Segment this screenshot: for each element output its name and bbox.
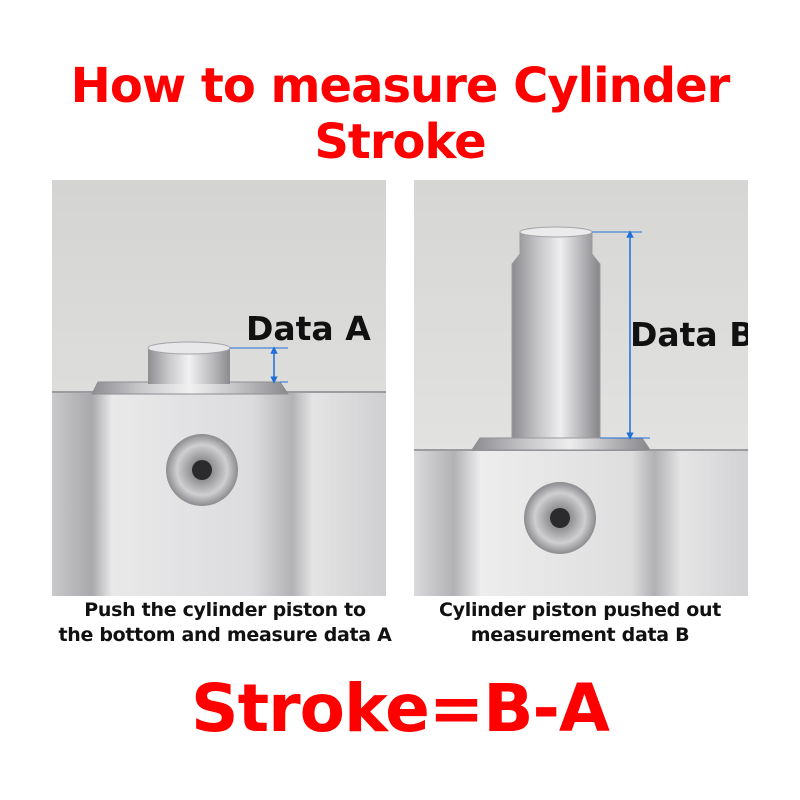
- extended-cylinder-illustration: Data B: [414, 180, 748, 596]
- caption-data-b: Cylinder piston pushed out measurement d…: [400, 598, 760, 648]
- caption-a-line-1: Push the cylinder piston to: [84, 599, 366, 621]
- panel-data-a: Data A: [52, 180, 386, 596]
- caption-b-line-2: measurement data B: [470, 624, 690, 646]
- caption-a-line-2: the bottom and measure data A: [58, 624, 392, 646]
- retracted-cylinder-illustration: Data A: [52, 180, 386, 596]
- caption-data-a: Push the cylinder piston to the bottom a…: [20, 598, 430, 648]
- page-title: How to measure Cylinder Stroke: [70, 58, 731, 170]
- stroke-formula: Stroke=B-A: [191, 670, 610, 747]
- data-a-label: Data A: [246, 309, 371, 348]
- caption-b-line-1: Cylinder piston pushed out: [439, 599, 721, 621]
- piston-rod-extended: [511, 231, 601, 439]
- data-b-label: Data B: [630, 315, 748, 354]
- panel-data-b: Data B: [414, 180, 748, 596]
